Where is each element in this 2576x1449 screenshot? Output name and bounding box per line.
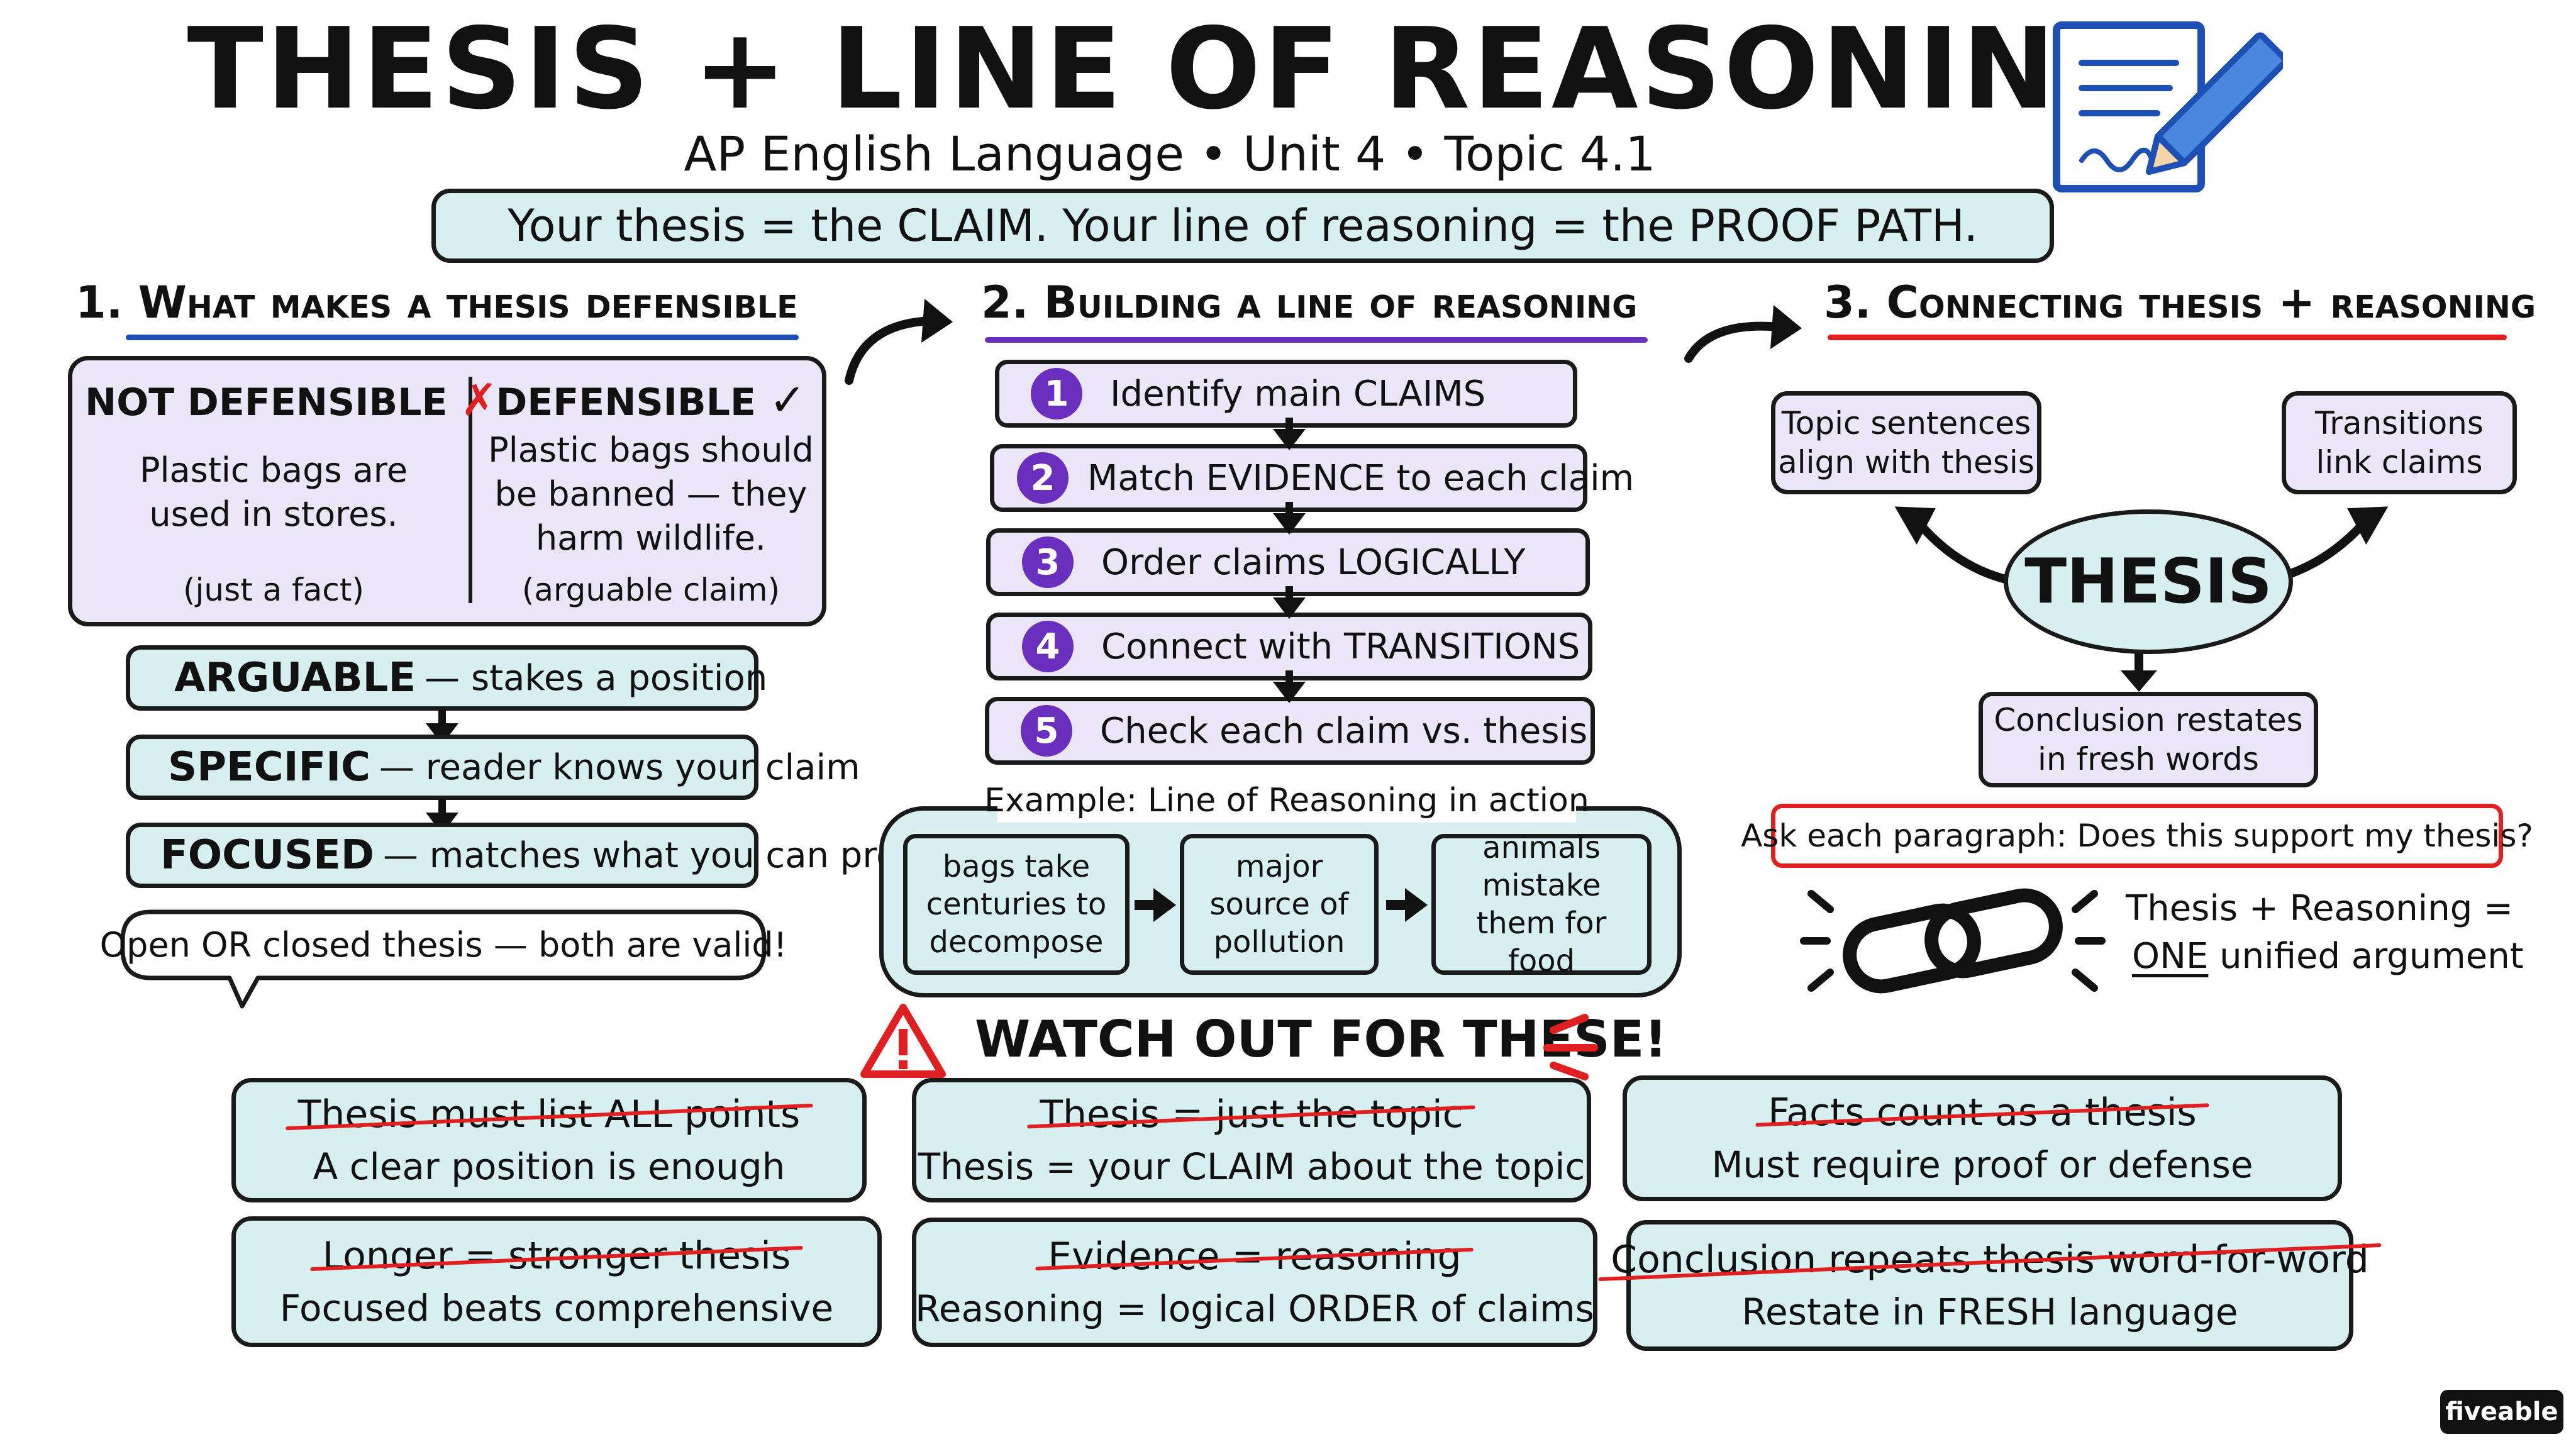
step-text: Match EVIDENCE to each claim xyxy=(1087,457,1635,499)
transitions-box: Transitions link claims xyxy=(2282,391,2517,494)
warning-card: Longer = stronger thesis Focused beats c… xyxy=(231,1216,882,1347)
chain-link-icon xyxy=(1800,888,2106,994)
quality-arguable: ARGUABLE — stakes a position xyxy=(126,645,767,711)
step-arrow-stem xyxy=(1285,586,1293,600)
check-mark-icon: ✓ xyxy=(769,374,806,426)
warning-fix: Thesis = your CLAIM about the topic xyxy=(918,1145,1585,1188)
step-text: Check each claim vs. thesis xyxy=(1100,710,1588,752)
warning-myth: Evidence = reasoning xyxy=(1048,1235,1462,1279)
example-title: Example: Line of Reasoning in action xyxy=(984,779,1589,823)
step-arrow-down-icon xyxy=(1273,597,1306,619)
step-2: 2 Match EVIDENCE to each claim xyxy=(990,444,1634,512)
example-arrow-right-icon xyxy=(1135,888,1176,922)
step-5: 5 Check each claim vs. thesis xyxy=(985,697,1595,765)
warning-card: Evidence = reasoning Reasoning = logical… xyxy=(912,1218,1597,1347)
example-box-2: major source of pollution xyxy=(1180,834,1379,975)
step-text: Identify main CLAIMS xyxy=(1110,373,1486,414)
step-arrow-stem xyxy=(1285,502,1293,516)
topic-sentences-box: Topic sentences align with thesis xyxy=(1771,391,2041,494)
section3-underline xyxy=(1828,335,2507,340)
warning-fix: Must require proof or defense xyxy=(1711,1143,2253,1186)
warning-emphasis-lines xyxy=(1543,1014,1598,1080)
warning-card: Facts count as a thesis Must require pro… xyxy=(1623,1075,2342,1201)
section2-underline xyxy=(985,337,1648,343)
quality-desc: — reader knows your claim xyxy=(379,747,860,788)
step-text: Connect with TRANSITIONS xyxy=(1101,626,1580,667)
quality-term: SPECIFIC xyxy=(168,744,370,791)
warning-card: Thesis must list ALL points A clear posi… xyxy=(231,1078,867,1202)
step-3: 3 Order claims LOGICALLY xyxy=(986,528,1590,596)
defensible-comparison-card: NOT DEFENSIBLE ✗ Plastic bags are used i… xyxy=(68,356,826,626)
not-defensible-note: (just a fact) xyxy=(182,572,364,608)
unified-line-2: ONE unified argument xyxy=(2132,936,2524,977)
defensible-note: (arguable claim) xyxy=(521,572,780,608)
speech-bubble-shape xyxy=(120,909,767,1009)
quality-focused: FOCUSED — matches what you can prove xyxy=(126,823,940,888)
step-number-badge: 4 xyxy=(1022,621,1074,672)
step-number-badge: 2 xyxy=(1017,452,1069,504)
section1-underline xyxy=(126,335,799,340)
step-arrow-stem xyxy=(1285,418,1293,431)
section3-heading: 3. Connecting thesis + reasoning xyxy=(1824,277,2536,328)
quality-desc: — stakes a position xyxy=(425,657,768,699)
ask-each-paragraph-box: Ask each paragraph: Does this support my… xyxy=(1741,804,2533,868)
quality-term: FOCUSED xyxy=(160,832,374,879)
x-mark-icon: ✗ xyxy=(460,374,498,426)
defensible-header: DEFENSIBLE ✓ xyxy=(481,374,821,426)
warnings-heading: WATCH OUT FOR THESE! xyxy=(975,1010,1667,1069)
step-arrow-down-icon xyxy=(1273,513,1306,535)
warning-fix: Reasoning = logical ORDER of claims xyxy=(915,1287,1594,1330)
quality-desc: — matches what you can prove xyxy=(383,835,940,876)
key-idea-banner: Your thesis = the CLAIM. Your line of re… xyxy=(431,189,2054,263)
step-arrow-down-icon xyxy=(1273,682,1306,703)
warning-fix: Restate in FRESH language xyxy=(1741,1291,2238,1333)
example-box-3: animals mistake them for food xyxy=(1431,830,1652,979)
thesis-oval: THESIS xyxy=(2004,509,2293,654)
warning-triangle-icon xyxy=(860,1004,946,1078)
quality-term: ARGUABLE xyxy=(174,655,416,701)
step-number-badge: 3 xyxy=(1022,536,1074,588)
section2-heading: 2. Building a line of reasoning xyxy=(981,277,1638,328)
step-4: 4 Connect with TRANSITIONS xyxy=(986,613,1592,680)
unified-rest: unified argument xyxy=(2219,936,2524,977)
warning-card: Thesis = just the topic Thesis = your CL… xyxy=(912,1078,1591,1202)
step-arrow-down-icon xyxy=(1273,429,1306,450)
unified-one: ONE xyxy=(2132,936,2209,977)
comparison-divider xyxy=(469,377,472,603)
warning-myth: Longer = stronger thesis xyxy=(322,1234,791,1278)
warning-fix: Focused beats comprehensive xyxy=(279,1287,834,1330)
warning-myth: Facts count as a thesis xyxy=(1768,1091,2197,1135)
example-box-1: bags take centuries to decompose xyxy=(903,834,1130,975)
example-arrow-right-icon xyxy=(1386,888,1428,922)
warning-card: Conclusion repeats thesis word-for-word … xyxy=(1611,1220,2369,1351)
page-title: THESIS + LINE OF REASONING xyxy=(187,4,2153,134)
step-number-badge: 1 xyxy=(1031,368,1082,419)
step-arrow-stem xyxy=(1285,670,1293,684)
conclusion-box: Conclusion restates in fresh words xyxy=(1979,692,2318,787)
section-arrow-icon xyxy=(845,299,953,385)
not-defensible-label: NOT DEFENSIBLE xyxy=(85,380,448,425)
quality-arrow-stem xyxy=(438,709,446,726)
unified-line-1: Thesis + Reasoning = xyxy=(2126,888,2513,929)
section-arrow-icon xyxy=(1684,305,1802,363)
warning-myth: Thesis = just the topic xyxy=(1040,1092,1463,1136)
not-defensible-header: NOT DEFENSIBLE ✗ xyxy=(85,374,497,426)
speech-bubble-text: Open OR closed thesis — both are valid! xyxy=(99,925,787,965)
brand-logo: fiveable xyxy=(2440,1390,2563,1434)
warning-myth: Conclusion repeats thesis word-for-word xyxy=(1611,1238,2369,1282)
section1-heading: 1. What makes a thesis defensible xyxy=(75,277,798,328)
quality-arrow-stem xyxy=(438,799,446,815)
defensible-example: Plastic bags should be banned — they har… xyxy=(488,430,814,558)
step-1: 1 Identify main CLAIMS xyxy=(995,360,1577,428)
not-defensible-example: Plastic bags are used in stores. xyxy=(139,450,408,535)
warning-fix: A clear position is enough xyxy=(313,1145,786,1188)
document-pencil-icon xyxy=(2053,21,2283,192)
page-subtitle: AP English Language • Unit 4 • Topic 4.1 xyxy=(684,126,1656,182)
defensible-label: DEFENSIBLE xyxy=(496,380,756,425)
quality-specific: SPECIFIC — reader knows your claim xyxy=(126,735,860,800)
warning-myth: Thesis must list ALL points xyxy=(297,1092,801,1136)
step-text: Order claims LOGICALLY xyxy=(1101,541,1526,583)
step-number-badge: 5 xyxy=(1021,705,1072,757)
